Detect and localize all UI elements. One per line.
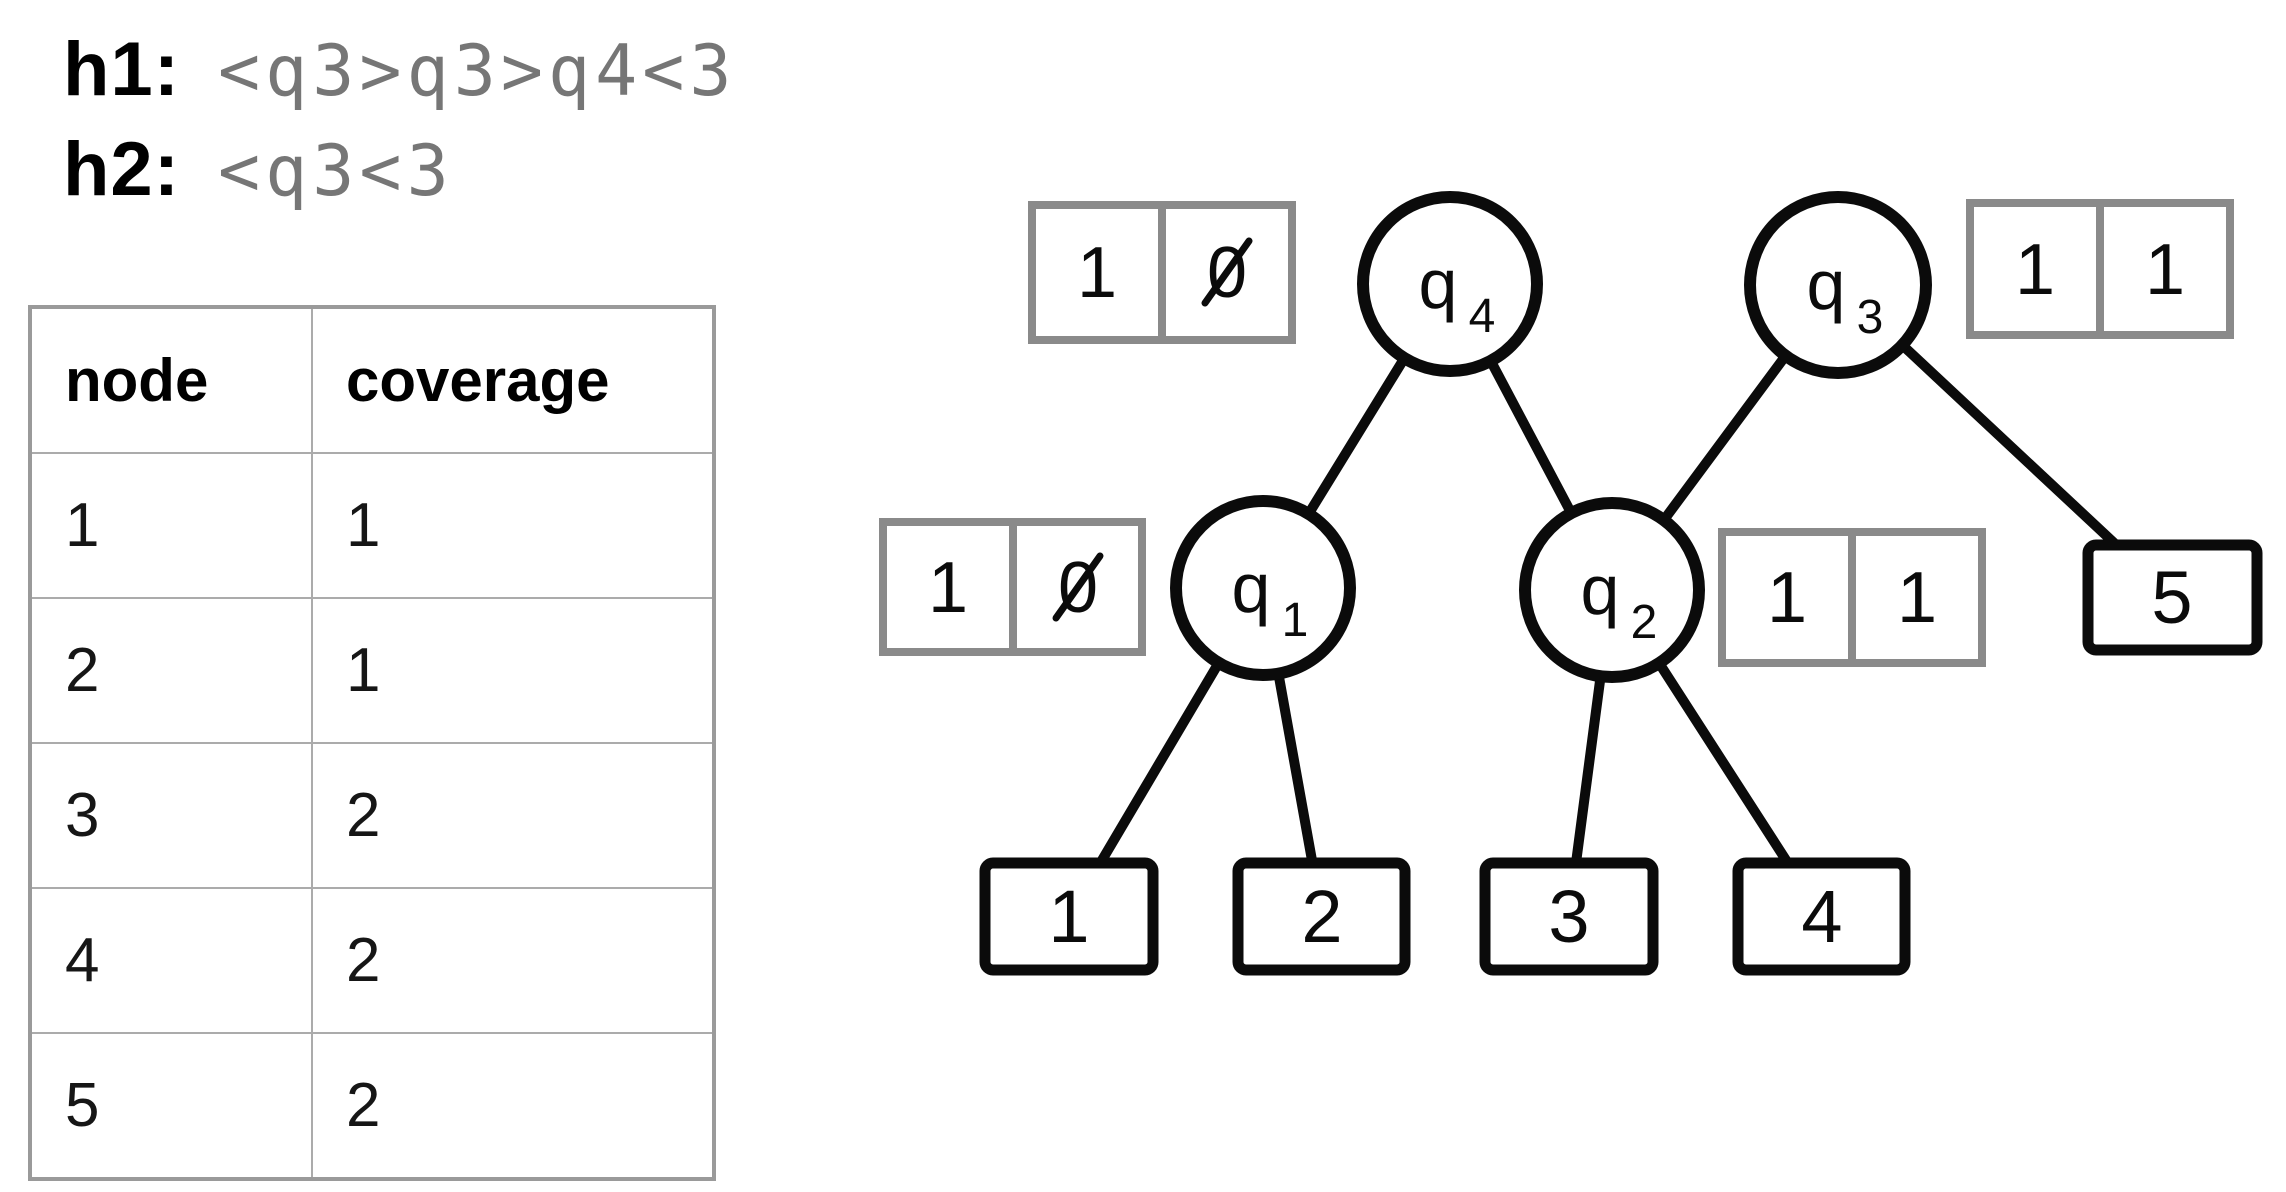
leaf-node-2 <box>1232 857 1411 976</box>
annotation-cell-value: 1 <box>928 548 968 628</box>
column-header-node: node <box>29 306 313 454</box>
table-row: 2 1 <box>29 597 715 744</box>
leaf-node-3 <box>1479 857 1659 976</box>
node-sub-q2: 2 <box>1631 596 1658 649</box>
node-label-q3: q <box>1807 246 1846 324</box>
slashed-zero-mark <box>1201 237 1253 307</box>
column-header-coverage: coverage <box>311 306 715 454</box>
h1-sequence: <q3>q3>q4<3 <box>218 30 737 112</box>
h2-sequence: <q3<3 <box>218 130 454 212</box>
leaf-node-1 <box>979 857 1159 976</box>
state-node-q3 <box>1744 191 1932 379</box>
leaf-label-4: 4 <box>1801 875 1842 958</box>
table-row: 1 1 <box>29 452 715 599</box>
leaf-node-4 <box>1732 857 1911 976</box>
table-row: 4 2 <box>29 887 715 1034</box>
leaf-label-5: 5 <box>2151 556 2192 639</box>
annotation-cell-value: 1 <box>1077 233 1117 313</box>
annotation-box-q2 <box>1718 528 1986 667</box>
annotation-cell-value: 1 <box>2015 230 2055 310</box>
node-cell: 5 <box>29 1032 313 1180</box>
node-sub-q1: 1 <box>1282 594 1309 647</box>
coverage-cell: 2 <box>311 887 715 1034</box>
node-cell: 1 <box>29 452 313 599</box>
slashed-zero-mark <box>1052 552 1104 622</box>
node-label-q1: q <box>1232 549 1271 627</box>
annotation-cell-value: 1 <box>1897 558 1937 638</box>
table-row: 3 2 <box>29 742 715 889</box>
annotation-box-q3 <box>1966 199 2234 339</box>
coverage-cell: 2 <box>311 1032 715 1180</box>
annotation-box-q4 <box>1028 201 1296 344</box>
annotation-cell-value: 1 <box>1767 558 1807 638</box>
table-row: 5 2 <box>29 1032 715 1180</box>
leaf-label-1: 1 <box>1048 875 1089 958</box>
state-node-q1 <box>1170 495 1356 681</box>
leaf-label-3: 3 <box>1548 875 1589 958</box>
node-label-q4: q <box>1419 245 1458 323</box>
coverage-cell: 1 <box>311 452 715 599</box>
node-sub-q3: 3 <box>1857 291 1884 344</box>
annotation-cell-value: 1 <box>2145 230 2185 310</box>
hypothesis-h2: h2: <q3<3 <box>63 126 454 213</box>
annotation-box-q1 <box>879 518 1146 656</box>
state-node-q2 <box>1519 497 1705 683</box>
node-cell: 3 <box>29 742 313 889</box>
node-cell: 4 <box>29 887 313 1034</box>
h1-label: h1: <box>63 27 180 112</box>
coverage-cell: 1 <box>311 597 715 744</box>
leaf-node-5 <box>2082 539 2263 656</box>
node-label-q2: q <box>1581 551 1620 629</box>
table-header-row: node coverage <box>29 306 715 454</box>
coverage-cell: 2 <box>311 742 715 889</box>
node-sub-q4: 4 <box>1469 290 1496 343</box>
h2-label: h2: <box>63 127 180 212</box>
node-cell: 2 <box>29 597 313 744</box>
leaf-label-2: 2 <box>1301 875 1342 958</box>
hypothesis-h1: h1: <q3>q3>q4<3 <box>63 26 737 113</box>
state-node-q4 <box>1357 191 1543 377</box>
coverage-table: node coverage 1 1 2 1 3 2 4 2 5 2 <box>28 305 716 1181</box>
